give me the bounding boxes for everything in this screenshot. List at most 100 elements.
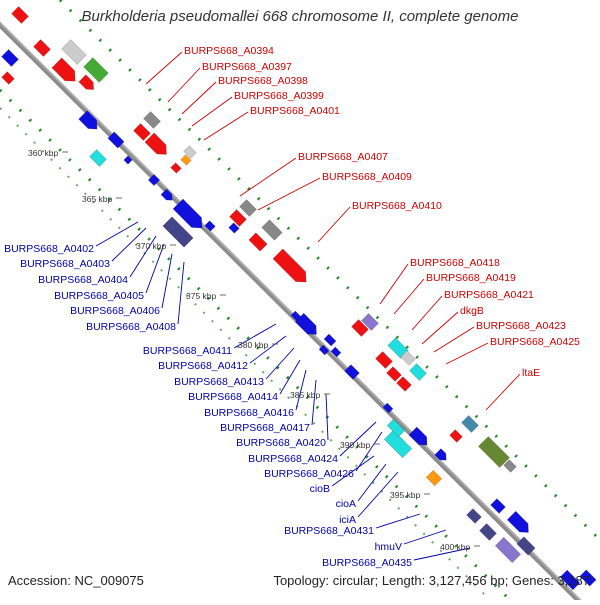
reverse-gene-label[interactable]: BURPS668_A0412 <box>158 360 248 372</box>
reverse-label-leader <box>413 547 471 561</box>
reverse-label-leader <box>265 347 295 380</box>
forward-label-leader <box>485 373 521 411</box>
forward-gene-label[interactable]: BURPS668_A0394 <box>184 45 274 57</box>
gene-feature <box>183 145 197 159</box>
gene-feature <box>1 49 19 67</box>
gene-feature <box>323 333 337 347</box>
reverse-gene-label[interactable]: BURPS668_A0435 <box>322 557 412 569</box>
reverse-gene-label[interactable]: BURPS668_A0420 <box>236 437 326 449</box>
gene-feature <box>61 39 87 65</box>
forward-gene-label[interactable]: dkgB <box>460 305 484 317</box>
forward-label-leader <box>411 295 443 331</box>
forward-gene-label[interactable]: ltaE <box>522 367 540 379</box>
gene-feature <box>78 74 94 90</box>
gene-feature <box>162 216 194 248</box>
gene-feature <box>494 536 522 564</box>
dotted-track-forward-outer <box>58 0 600 542</box>
forward-label-leader <box>317 206 351 243</box>
forward-label-leader <box>257 177 321 211</box>
gene-feature <box>409 363 427 381</box>
forward-gene-label[interactable]: BURPS668_A0399 <box>234 90 324 102</box>
forward-gene-label[interactable]: BURPS668_A0419 <box>426 272 516 284</box>
reverse-label-leader <box>311 379 317 426</box>
reverse-gene-label[interactable]: BURPS668_A0413 <box>174 376 264 388</box>
gene-feature <box>559 569 581 591</box>
reverse-label-leader <box>233 323 277 349</box>
reverse-label-leader <box>161 253 173 309</box>
forward-gene-label[interactable]: BURPS668_A0410 <box>352 200 442 212</box>
forward-gene-label[interactable]: BURPS668_A0423 <box>476 320 566 332</box>
scale-tick-label: 385 kbp <box>290 390 321 400</box>
reverse-gene-label[interactable]: iciA <box>339 514 356 526</box>
scale-tick-label: 395 kbp <box>390 490 421 500</box>
reverse-label-leader <box>177 261 185 325</box>
reverse-gene-label[interactable]: cioB <box>310 483 330 495</box>
forward-gene-label[interactable]: BURPS668_A0418 <box>410 257 500 269</box>
gene-feature <box>133 123 151 141</box>
forward-gene-label[interactable]: BURPS668_A0398 <box>218 75 308 87</box>
gene-feature <box>490 498 506 514</box>
reverse-label-leader <box>249 335 287 364</box>
reverse-gene-label[interactable]: BURPS668_A0426 <box>264 468 354 480</box>
gene-feature <box>33 39 51 57</box>
gene-feature <box>172 198 203 229</box>
reverse-gene-label[interactable]: hmuV <box>375 541 402 553</box>
reverse-label-leader <box>279 359 301 395</box>
reverse-gene-label[interactable]: BURPS668_A0404 <box>38 274 128 286</box>
forward-label-leader <box>239 157 297 197</box>
gene-feature <box>375 351 393 369</box>
gene-feature <box>180 154 192 166</box>
reverse-gene-label[interactable]: BURPS668_A0424 <box>248 453 338 465</box>
label-leader-lines <box>95 51 521 561</box>
forward-gene-label[interactable]: BURPS668_A0397 <box>202 61 292 73</box>
gene-feature <box>229 209 247 227</box>
scale-tick-label: 370 kbp <box>136 241 167 251</box>
gene-feature <box>383 429 413 459</box>
reverse-label-leader <box>295 369 307 411</box>
reverse-gene-label[interactable]: BURPS668_A0416 <box>204 407 294 419</box>
reverse-gene-label[interactable]: BURPS668_A0405 <box>54 290 144 302</box>
forward-gene-label[interactable]: BURPS668_A0401 <box>250 105 340 117</box>
gene-feature <box>318 344 330 356</box>
reverse-gene-label[interactable]: BURPS668_A0406 <box>70 305 160 317</box>
reverse-label-leader <box>145 243 165 294</box>
gene-feature <box>228 222 240 234</box>
reverse-label-leader <box>375 513 421 529</box>
scale-tick-label: 390 kbp <box>340 440 371 450</box>
forward-label-leader <box>433 326 475 353</box>
forward-gene-label[interactable]: BURPS668_A0407 <box>298 151 388 163</box>
reverse-label-leader <box>357 463 387 502</box>
gene-feature <box>78 110 98 130</box>
reverse-gene-label[interactable]: cioA <box>336 498 356 510</box>
reverse-gene-label[interactable]: BURPS668_A0403 <box>20 258 110 270</box>
reverse-gene-label[interactable]: BURPS668_A0414 <box>188 391 278 403</box>
gene-feature <box>506 510 529 533</box>
reverse-gene-label[interactable]: BURPS668_A0431 <box>284 525 374 537</box>
gene-feature <box>425 469 443 487</box>
gene-feature <box>89 149 107 167</box>
reverse-label-leader <box>325 393 329 441</box>
gene-feature <box>11 6 29 24</box>
accession-text: Accession: NC_009075 <box>8 573 144 588</box>
gene-feature <box>382 402 394 414</box>
reverse-gene-label[interactable]: BURPS668_A0411 <box>143 345 232 357</box>
gene-feature <box>160 188 173 201</box>
forward-gene-label[interactable]: BURPS668_A0425 <box>490 336 580 348</box>
gene-feature <box>144 132 167 155</box>
reverse-gene-label[interactable]: BURPS668_A0417 <box>220 422 310 434</box>
forward-gene-label[interactable]: BURPS668_A0421 <box>444 289 534 301</box>
scale-tick-label: 375 kbp <box>186 291 217 301</box>
gene-feature <box>170 162 182 174</box>
reverse-gene-label[interactable]: BURPS668_A0408 <box>86 321 176 333</box>
gene-feature <box>479 523 497 541</box>
forward-label-leader <box>181 81 217 115</box>
forward-label-leader <box>191 96 233 127</box>
gene-feature <box>239 199 257 217</box>
gene-feature <box>1 71 15 85</box>
gene-feature <box>408 426 428 446</box>
reverse-gene-label[interactable]: BURPS668_A0402 <box>4 243 94 255</box>
gene-feature <box>579 569 597 587</box>
forward-gene-label[interactable]: BURPS668_A0409 <box>322 171 412 183</box>
